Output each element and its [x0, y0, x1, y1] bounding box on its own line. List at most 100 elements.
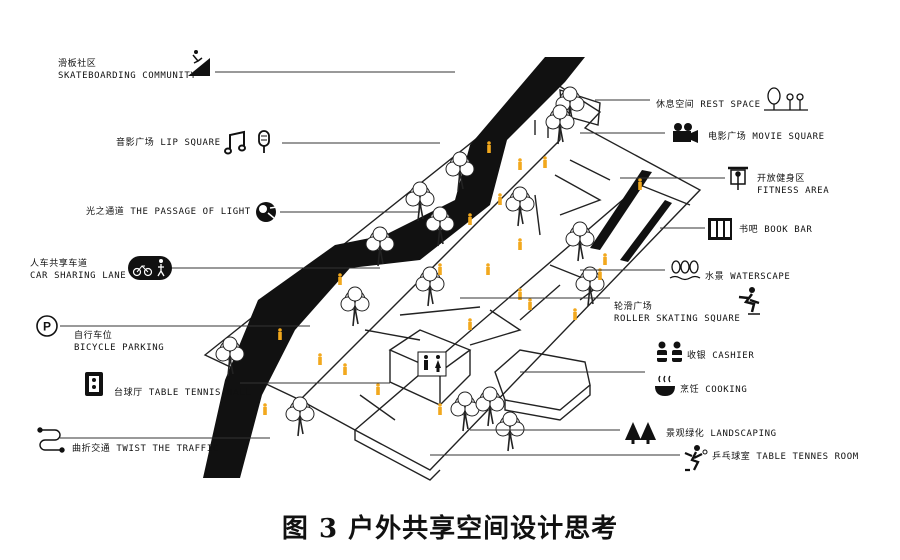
label-skateboarding: 滑板社区 SKATEBOARDING COMMUNITY: [58, 58, 196, 82]
bench-tree-icon: [764, 87, 808, 111]
inner-wall: [554, 174, 602, 216]
person-figure: [376, 383, 380, 395]
person-figure: [487, 141, 491, 153]
inner-wall: [469, 309, 522, 346]
toilet-block-side: [389, 350, 441, 407]
person-figure: [543, 156, 547, 168]
person-figure: [518, 158, 522, 170]
label-line: 轮滑广场: [614, 302, 653, 312]
label-cooking: 烹饪 COOKING: [680, 385, 748, 395]
music-note-icon: [224, 130, 246, 155]
label-fitness: 开放健身区 FITNESS AREA: [757, 173, 829, 197]
label-cashier: 收银 CASHIER: [687, 351, 755, 361]
label-bicycle: 自行车位 BICYCLE PARKING: [74, 330, 164, 354]
person-figure: [318, 353, 322, 365]
person-figure: [518, 288, 522, 300]
person-figure: [468, 213, 472, 225]
book-icon: [708, 218, 732, 240]
movie-camera-icon: [673, 123, 698, 143]
label-waterscape: 水景 WATERSCAPE: [705, 272, 791, 282]
parking-icon: P: [36, 315, 58, 337]
tree: [495, 411, 525, 452]
person-figure: [278, 328, 282, 340]
inner-wall: [519, 284, 561, 321]
tree: [565, 221, 595, 262]
person-figure: [638, 178, 642, 190]
person-figure: [338, 273, 342, 285]
trees-group: [215, 86, 605, 452]
twist-road-icon: [37, 427, 65, 453]
label-movie-square: 电影广场 MOVIE SQUARE: [708, 132, 825, 142]
label-line: 开放健身区: [757, 174, 806, 184]
person-figure: [518, 238, 522, 250]
fitness-bar: [590, 170, 652, 250]
label-line: 自行车位: [74, 331, 113, 341]
cashier-icon: [655, 341, 684, 362]
tree: [505, 186, 535, 227]
figure-caption: 图 3 户外共享空间设计思考: [281, 514, 619, 544]
pine-tree-icon: [625, 422, 656, 444]
person-figure: [438, 263, 442, 275]
tree: [285, 396, 315, 437]
fitness-bar: [620, 200, 672, 262]
cafe-block: [494, 349, 591, 411]
toilet-block-side: [439, 350, 471, 406]
label-landscaping: 景观绿化 LANDSCAPING: [666, 429, 777, 439]
tree: [450, 391, 480, 432]
label-table-tennis-room: 乒乓球室 TABLE TENNES ROOM: [712, 452, 859, 462]
label-line: SKATEBOARDING COMMUNITY: [58, 71, 197, 81]
person-figure: [263, 403, 267, 415]
inner-wall: [569, 159, 611, 181]
light-icon: [256, 202, 278, 222]
inner-wall: [534, 194, 541, 236]
label-line: BICYCLE PARKING: [74, 343, 165, 353]
tree: [215, 336, 245, 377]
label-car-sharing: 人车共享车道 CAR SHARING LANE: [30, 258, 126, 282]
label-table-tennis-hall: 台球厅 TABLE TENNIS HALL: [114, 388, 252, 398]
person-figure: [438, 403, 442, 415]
label-line: 滑板社区: [58, 59, 97, 69]
person-figure: [528, 298, 532, 310]
label-lip-square: 音影广场 LIP SQUARE: [116, 138, 221, 148]
person-figure: [603, 253, 607, 265]
fitness-bars: [590, 170, 672, 262]
cafe-block-side: [504, 385, 591, 421]
label-twist-traffic: 曲折交通 TWIST THE TRAFFIC: [72, 444, 219, 454]
bike-pedestrian-icon: [128, 256, 172, 280]
label-rest-space: 休息空间 REST SPACE: [656, 100, 761, 110]
table-tennis-icon: [85, 372, 103, 396]
fitness-icon: [728, 166, 748, 190]
tree: [340, 286, 370, 327]
tree: [575, 266, 605, 307]
inner-wall: [364, 329, 421, 341]
label-book-bar: 书吧 BOOK BAR: [739, 225, 813, 235]
label-line: CAR SHARING LANE: [30, 271, 127, 281]
tree: [445, 151, 475, 192]
label-line: ROLLER SKATING SQUARE: [614, 314, 741, 324]
light-passage-path: [203, 57, 585, 478]
label-passage-of-light: 光之通道 THE PASSAGE OF LIGHT: [86, 207, 251, 217]
person-figure: [343, 363, 347, 375]
people-group: [263, 141, 642, 415]
water-icon: [669, 260, 701, 281]
lower-wall: [359, 394, 396, 421]
inner-wall: [399, 306, 481, 316]
skateboard-icon: [188, 50, 210, 76]
tree: [425, 206, 455, 247]
toilet-icon: [417, 351, 447, 377]
person-figure: [498, 193, 502, 205]
site-outline: [203, 79, 702, 481]
ping-pong-player-icon: [684, 445, 708, 472]
tree: [365, 226, 395, 267]
tree: [415, 266, 445, 307]
cooking-icon: [655, 375, 675, 396]
person-figure: [573, 308, 577, 320]
tree: [405, 181, 435, 222]
leader-lines: [60, 71, 725, 456]
label-line: 人车共享车道: [30, 259, 88, 269]
microphone-icon: [258, 130, 270, 153]
tree: [475, 386, 505, 427]
label-line: FITNESS AREA: [757, 186, 830, 196]
lower-wall: [354, 430, 441, 481]
